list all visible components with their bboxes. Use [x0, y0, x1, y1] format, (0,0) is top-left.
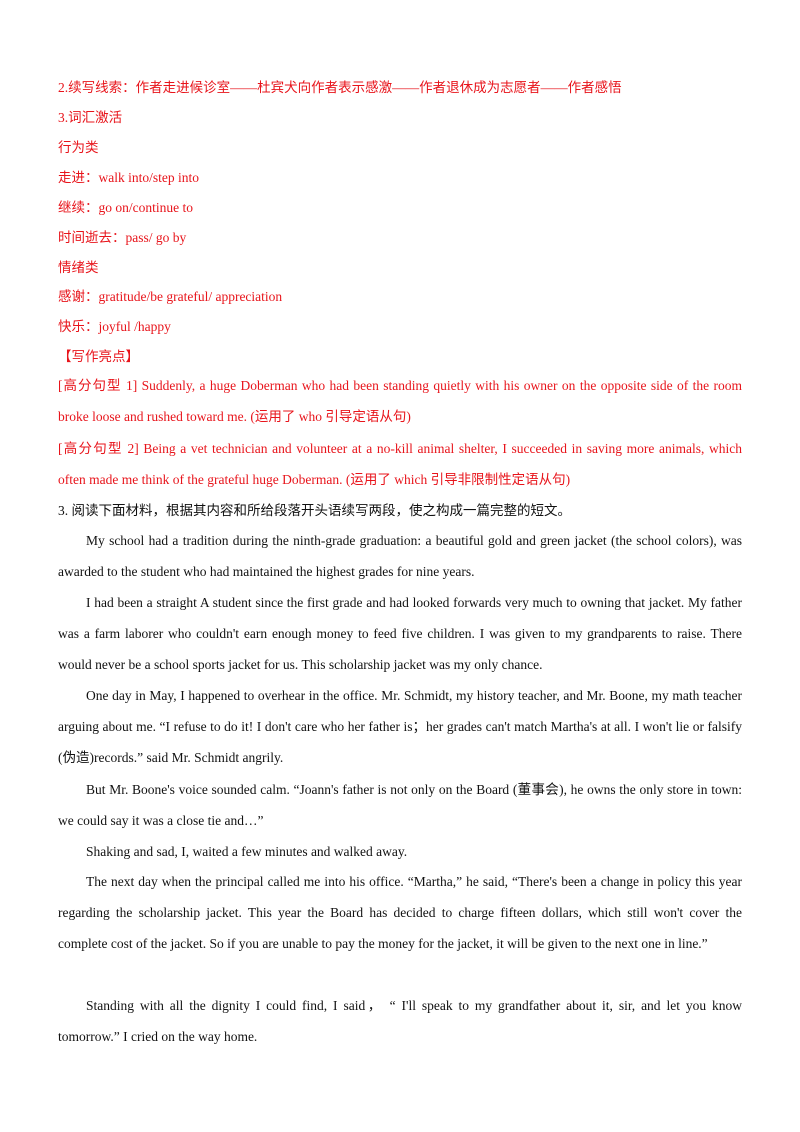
story-paragraph: Shaking and sad, I, waited a few minutes… — [86, 844, 408, 859]
highlight-sentence-1: [高分句型 1] Suddenly, a huge Doberman who h… — [58, 378, 742, 424]
vocab-time: 时间逝去：pass/ go by — [58, 230, 187, 245]
emotion-heading: 情绪类 — [58, 260, 99, 275]
vocab-continue: 继续：go on/continue to — [58, 200, 193, 215]
highlights-heading: 【写作亮点】 — [58, 349, 139, 364]
story-paragraph: Standing with all the dignity I could fi… — [58, 998, 742, 1044]
highlight-sentence-2: [高分句型 2] Being a vet technician and volu… — [58, 441, 742, 487]
story-paragraph: But Mr. Boone's voice sounded calm. “Joa… — [58, 782, 742, 828]
story-paragraph: My school had a tradition during the nin… — [58, 533, 742, 579]
behavior-heading: 行为类 — [58, 140, 99, 155]
story-paragraph: The next day when the principal called m… — [58, 874, 742, 951]
vocab-walk: 走进：walk into/step into — [58, 170, 199, 185]
vocab-gratitude: 感谢：gratitude/be grateful/ appreciation — [58, 289, 283, 304]
vocab-heading: 3.词汇激活 — [58, 110, 123, 125]
story-paragraph: One day in May, I happened to overhear i… — [58, 688, 742, 765]
continuation-clues: 2.续写线索：作者走进候诊室——杜宾犬向作者表示感激——作者退休成为志愿者——作… — [58, 80, 622, 95]
task-3-instruction: 3. 阅读下面材料，根据其内容和所给段落开头语续写两段，使之构成一篇完整的短文。 — [58, 503, 571, 518]
story-paragraph: I had been a straight A student since th… — [58, 595, 742, 672]
vocab-happy: 快乐：joyful /happy — [58, 319, 171, 334]
